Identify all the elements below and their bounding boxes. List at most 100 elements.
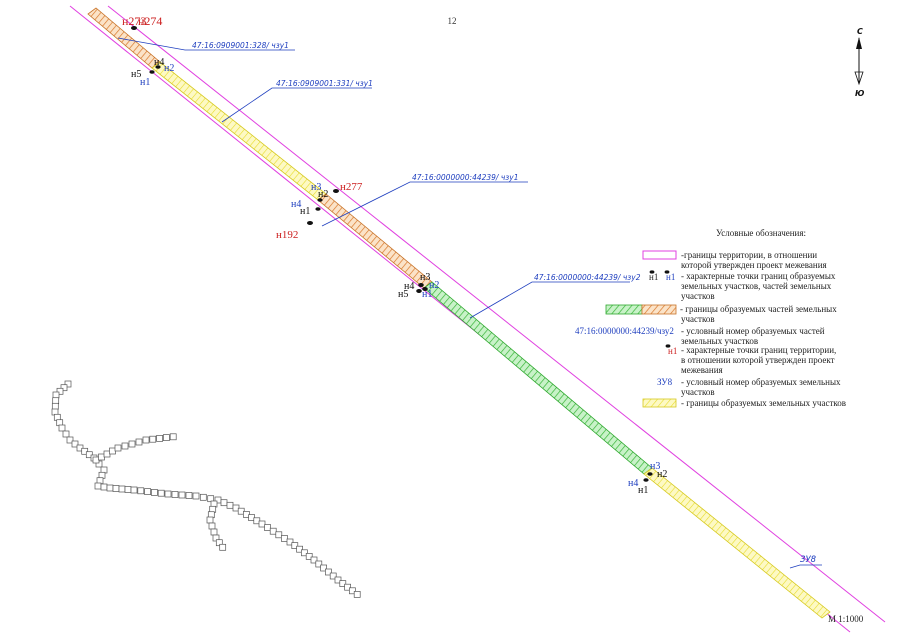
sketch-square <box>130 486 138 494</box>
vertex-n2: н2 <box>657 469 667 480</box>
vertex-n3: н3 <box>420 272 430 283</box>
sketch-square <box>52 397 60 405</box>
part-44239-1-hatch <box>317 193 433 289</box>
overview-sketch <box>51 380 361 598</box>
sketch-square <box>315 560 323 568</box>
north-label: С <box>857 27 863 36</box>
sketch-square <box>220 499 228 507</box>
sketch-square <box>112 485 120 492</box>
sketch-square <box>258 520 266 528</box>
legend-title: Условные обозначения: <box>716 228 806 238</box>
parcel-label-44239-chzu2: 47:16:0000000:44239/ чзу2 <box>534 273 641 282</box>
legend-item6-line2: участков <box>681 387 715 397</box>
vertex-n3: н3 <box>650 461 660 472</box>
corridor <box>87 7 831 619</box>
legend-item2-line2: земельных участков, частей земельных <box>681 281 832 291</box>
vertex-marker <box>315 207 321 211</box>
sketch-square <box>62 430 70 438</box>
legend-item5-line1: - характерные точки границ территории, <box>681 345 836 355</box>
sketch-square <box>92 456 100 464</box>
sketch-square <box>157 489 165 497</box>
parcel-labels <box>117 37 822 569</box>
sketch-square <box>137 487 145 495</box>
sketch-square <box>109 447 116 455</box>
sketch-square <box>98 453 105 461</box>
plot-zu8-hatch <box>643 467 831 619</box>
vertex-n1: н1 <box>638 485 648 496</box>
sketch-square <box>325 568 332 576</box>
legend: Условные обозначения: -границы территори… <box>575 228 846 408</box>
sketch-square <box>310 556 318 564</box>
sketch-square <box>58 424 66 432</box>
sketch-square <box>142 436 150 444</box>
south-label: Ю <box>855 89 865 98</box>
leader-44239-1 <box>321 181 528 227</box>
sketch-square <box>121 442 129 450</box>
sketch-square <box>206 516 214 524</box>
sketch-square <box>81 447 89 455</box>
sketch-square <box>178 491 186 499</box>
territory-point-n192: н192 <box>276 229 298 241</box>
legend-item4-line2: земельных участков <box>681 336 758 346</box>
vertex-n1: н1 <box>422 289 432 300</box>
sketch-square <box>353 591 361 598</box>
vertex-n4: н4 <box>404 281 414 292</box>
vertex-n3: н3 <box>311 182 321 193</box>
sketch-square <box>215 539 223 547</box>
scale-label: М 1:1000 <box>828 614 864 624</box>
legend-item5-sym: н1 <box>668 346 677 356</box>
legend-item7: - границы образуемых земельных участков <box>681 398 846 408</box>
territory-points: н273 н274 н277 н192 <box>122 14 363 241</box>
sketch-square <box>114 444 122 452</box>
sketch-square <box>100 483 108 491</box>
legend-vertex-sym1: н1 <box>649 272 658 282</box>
vertex-group-3: н3 н4 н2 н1 н5 <box>398 272 439 300</box>
sketch-square <box>144 488 151 495</box>
sketch-square <box>329 572 337 580</box>
north-arrow-head <box>856 37 862 49</box>
territory-point-n274: н274 <box>138 14 162 28</box>
vertex-n4: н4 <box>291 199 301 210</box>
sketch-square <box>334 576 342 584</box>
sketch-square <box>171 491 179 498</box>
leader-44239-2 <box>469 281 630 319</box>
legend-part-orange-swatch <box>641 304 677 315</box>
sketch-square <box>56 387 64 395</box>
territory-point-marker <box>131 26 137 30</box>
legend-plot-yellow-swatch <box>642 398 677 408</box>
sketch-square <box>208 522 216 530</box>
territory-point-n277: н277 <box>340 181 363 193</box>
sketch-square <box>151 489 158 496</box>
sketch-square <box>169 433 177 441</box>
legend-item3-line2: участков <box>681 314 715 324</box>
legend-vertex-marker <box>649 270 655 274</box>
leader-331 <box>221 87 372 123</box>
legend-item5-line3: межевания <box>681 365 723 375</box>
vertex-marker <box>643 478 649 482</box>
vertex-marker <box>422 287 428 291</box>
sketch-square <box>66 436 74 444</box>
sketch-square <box>64 380 72 388</box>
sketch-square <box>51 402 59 410</box>
north-arrow-icon: С Ю <box>854 27 865 98</box>
vertex-marker <box>317 198 323 202</box>
legend-part-green-swatch <box>605 304 643 315</box>
vertex-n1: н1 <box>140 77 150 88</box>
sketch-square <box>219 543 227 551</box>
legend-item1-line1: -границы территории, в отношении <box>681 250 817 260</box>
vertex-n2: н2 <box>318 189 328 200</box>
parcel-label-328: 47:16:0909001:328/ чзу1 <box>192 41 289 50</box>
vertex-n5: н5 <box>398 289 408 300</box>
leader-328 <box>117 37 295 51</box>
legend-item4-code: 47:16:0000000:44239/чзу2 <box>575 326 674 336</box>
vertex-marker <box>416 289 422 293</box>
legend-item6-code: ЗУ8 <box>657 377 673 387</box>
sketch-square <box>264 524 271 531</box>
vertex-n2: н2 <box>429 280 439 291</box>
sketch-square <box>94 482 102 490</box>
vertex-marker <box>647 472 653 476</box>
sketch-square <box>192 492 200 500</box>
sketch-square <box>349 587 356 595</box>
sketch-square <box>226 501 234 509</box>
